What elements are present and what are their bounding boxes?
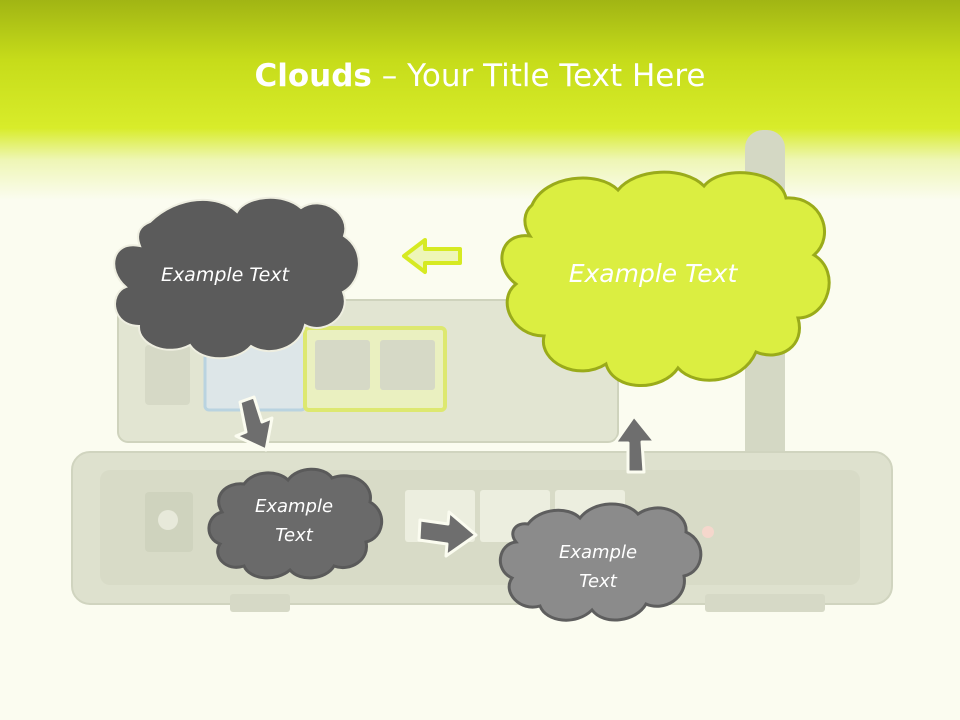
router-foot-left	[230, 594, 290, 612]
slide-title: Clouds – Your Title Text Here	[0, 56, 960, 96]
cloud-bottom-right-text: Example Text	[528, 538, 668, 596]
arrow-up-icon	[613, 414, 657, 474]
arrow-right-icon	[417, 510, 478, 558]
router-foot-right	[705, 594, 825, 612]
cloud-middle-left-line1: Example	[254, 496, 334, 517]
cloud-middle-left-line2: Text	[275, 525, 313, 546]
modem-power	[145, 345, 190, 405]
cloud-middle-left-text: Example Text	[224, 492, 364, 550]
title-banner	[0, 0, 960, 200]
cloud-top-right-text: Example Text	[568, 259, 738, 288]
cloud-top-right	[500, 170, 831, 387]
cloud-bottom-right-line2: Text	[579, 571, 617, 592]
router-led	[702, 526, 714, 538]
cloud-middle-left	[207, 467, 384, 580]
cloud-bottom-right-line1: Example	[558, 542, 638, 563]
title-dash: –	[371, 58, 408, 94]
cloud-bottom-right	[498, 502, 703, 622]
modem-jack-1	[315, 340, 370, 390]
arrow-left-icon	[402, 238, 462, 274]
modem-jack-2	[380, 340, 435, 390]
cloud-top-left-text: Example Text	[160, 264, 290, 286]
title-rest: Your Title Text Here	[407, 58, 706, 94]
cloud-top-left	[113, 196, 360, 360]
router-power-hole	[158, 510, 178, 530]
arrow-down-icon	[234, 395, 274, 452]
title-bold: Clouds	[254, 58, 372, 94]
